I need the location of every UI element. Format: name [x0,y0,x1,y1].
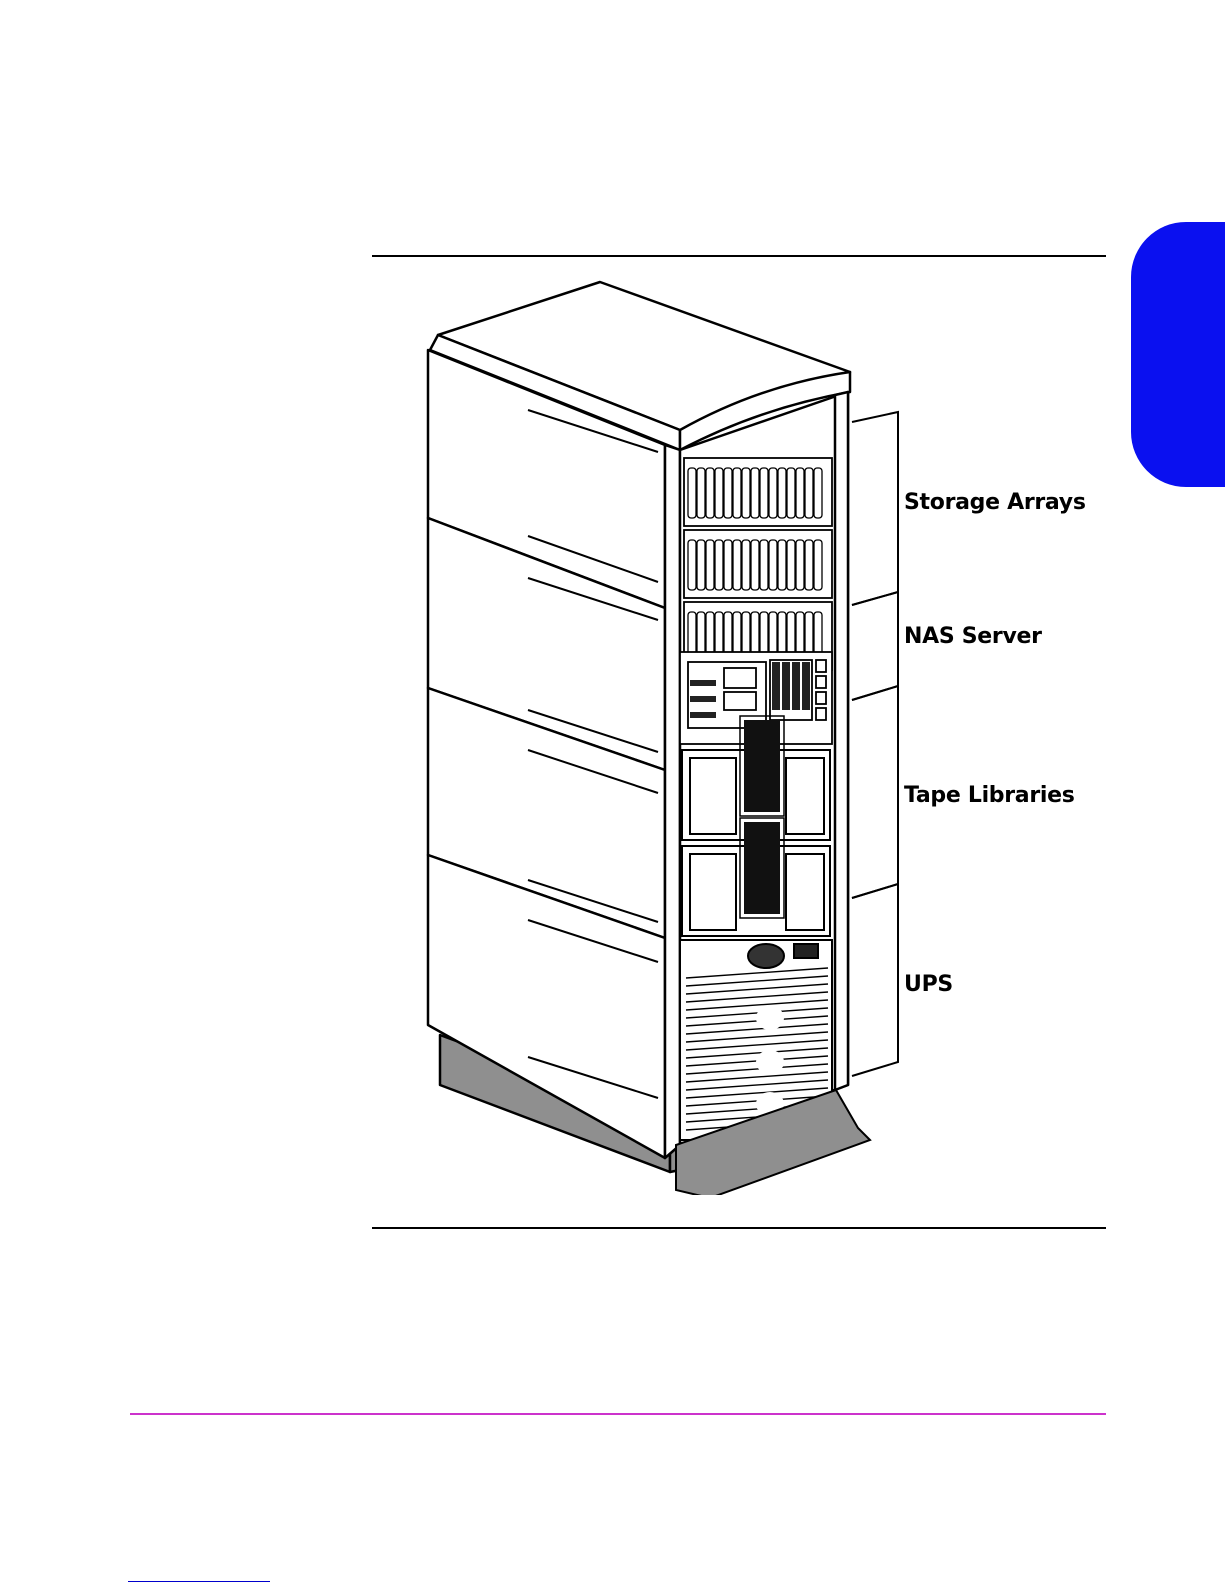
figure-top-rule [372,255,1106,257]
footer-link[interactable] [128,1581,270,1582]
rack-illustration [420,280,940,1195]
label-storage-arrays: Storage Arrays [904,490,1086,515]
label-tape-libraries: Tape Libraries [904,783,1075,808]
chapter-tab [1131,222,1225,487]
footer-rule [130,1413,1106,1415]
figure-bottom-rule [372,1227,1106,1229]
label-ups: UPS [904,972,953,997]
label-nas-server: NAS Server [904,624,1042,649]
